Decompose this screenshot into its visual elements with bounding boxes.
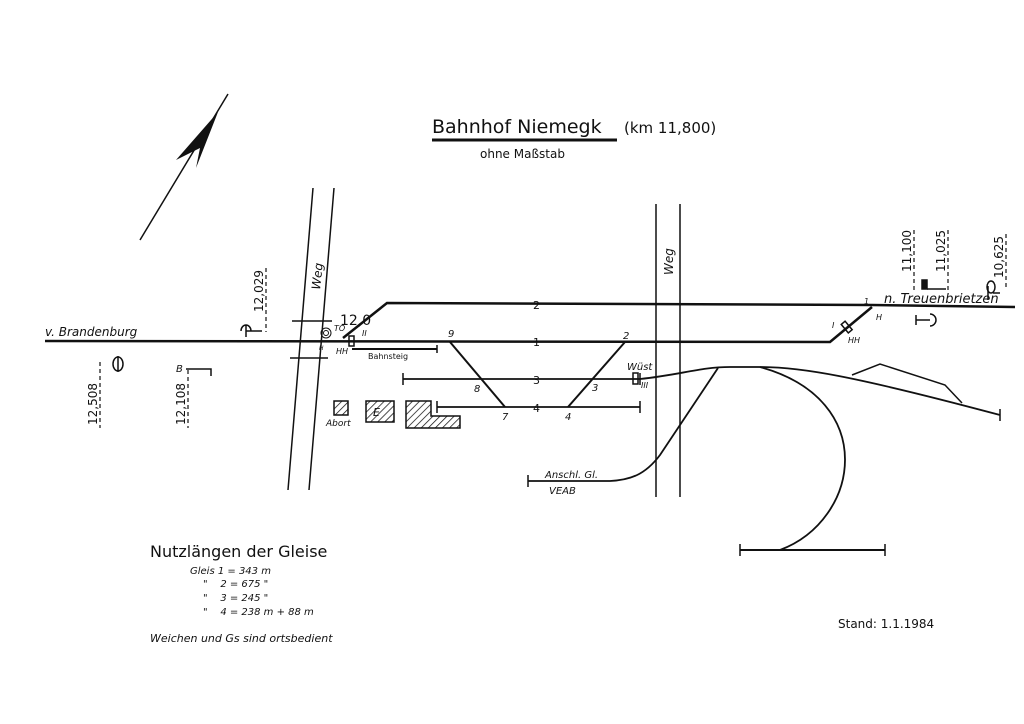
b-label: B (176, 364, 183, 375)
track-2-label: 2 (533, 299, 540, 312)
km-12029: 12,029 (252, 270, 266, 312)
switch-3: 3 (592, 383, 598, 394)
switch-2: 2 (623, 331, 629, 342)
station-title: Bahnhof Niemegk (432, 116, 602, 138)
switch-8: 8 (474, 384, 480, 395)
siding-owner: VEAB (549, 486, 576, 497)
km-post-marks (99, 230, 1007, 428)
siding-branch (528, 367, 719, 482)
gradient-label: 12,0 (340, 313, 371, 329)
switch-lock-right-icon (840, 320, 854, 334)
direction-west: v. Brandenburg (45, 325, 138, 339)
h-right-label: H (876, 313, 882, 322)
track-2 (342, 301, 1016, 339)
buffer-stops (402, 373, 1001, 556)
track-3-label: 3 (533, 374, 540, 387)
switch-1: 1 (864, 297, 869, 306)
crossover-right (567, 341, 626, 408)
signal-III-label: III (641, 381, 649, 390)
switch-wuest: Wüst (627, 362, 653, 373)
distant-signal-east-icon (987, 286, 1000, 300)
signal-II-label: II (362, 329, 367, 338)
km-12508: 12,508 (86, 383, 100, 425)
switch-7: 7 (502, 412, 509, 423)
track-4-label: 4 (533, 402, 540, 415)
switch-9: 9 (448, 329, 454, 340)
signal-east-icon (921, 279, 928, 290)
siding-label: Anschl. Gl. (544, 470, 598, 481)
track-1-label: 1 (533, 336, 540, 349)
building-abort (333, 400, 349, 416)
building-station (405, 400, 461, 429)
signal-icons (112, 279, 1000, 376)
siding-main (639, 366, 1001, 416)
switch-4: 4 (565, 412, 571, 423)
road-left-label: Weg (309, 262, 326, 291)
lengths-heading: Nutzlängen der Gleise (150, 542, 327, 561)
km-11025: 11,025 (934, 230, 948, 272)
hh-right-label: HH (848, 336, 860, 345)
north-arrow-icon (139, 93, 229, 241)
hh-left-label: HH (336, 347, 348, 356)
lengths-row-4: " 4 = 238 m + 88 m (203, 607, 314, 618)
direction-east: n. Treuenbrietzen (884, 292, 999, 307)
signal-b-icon (186, 368, 212, 376)
tracks (44, 301, 1016, 551)
building-abort-label: Abort (325, 419, 351, 429)
switch-lock-icon (348, 335, 355, 347)
track-1 (44, 306, 873, 344)
stand-date: Stand: 1.1.1984 (838, 617, 934, 631)
lengths-row-2: " 2 = 675 " (203, 579, 268, 590)
platform-label: Bahnsteig (368, 352, 408, 361)
subtitle: ohne Maßstab (480, 147, 565, 161)
signal-to-icon (320, 327, 332, 339)
building-e (365, 400, 395, 423)
signal-I-label: I (832, 321, 835, 330)
km-10625: 10,625 (992, 236, 1006, 278)
km-11100: 11,100 (900, 230, 914, 272)
building-e-label: E (373, 406, 380, 419)
road-center-label: Weg (662, 248, 676, 275)
siding-ramp (851, 363, 963, 404)
station-km: (km 11,800) (624, 119, 716, 137)
operation-note: Weichen und Gs sind ortsbedient (150, 632, 333, 645)
h-left-label: H (319, 345, 324, 352)
road-center: Weg (655, 204, 681, 497)
road-left: Weg (287, 187, 335, 491)
distant-signal-west-icon (112, 356, 124, 372)
gradient-marks (290, 320, 332, 359)
signal-to-label: TO (334, 324, 345, 333)
stop-board-west-icon (240, 324, 262, 337)
lengths-row-3: " 3 = 245 " (203, 593, 268, 604)
siding-loop (759, 366, 846, 551)
lengths-row-1: Gleis 1 = 343 m (190, 566, 271, 577)
switch-lock-wuest-icon (632, 372, 639, 385)
km-12108: 12,108 (174, 383, 188, 425)
stop-board-east-icon (915, 313, 937, 327)
crossover-left (449, 341, 506, 408)
platform: Bahnsteig (352, 345, 438, 361)
